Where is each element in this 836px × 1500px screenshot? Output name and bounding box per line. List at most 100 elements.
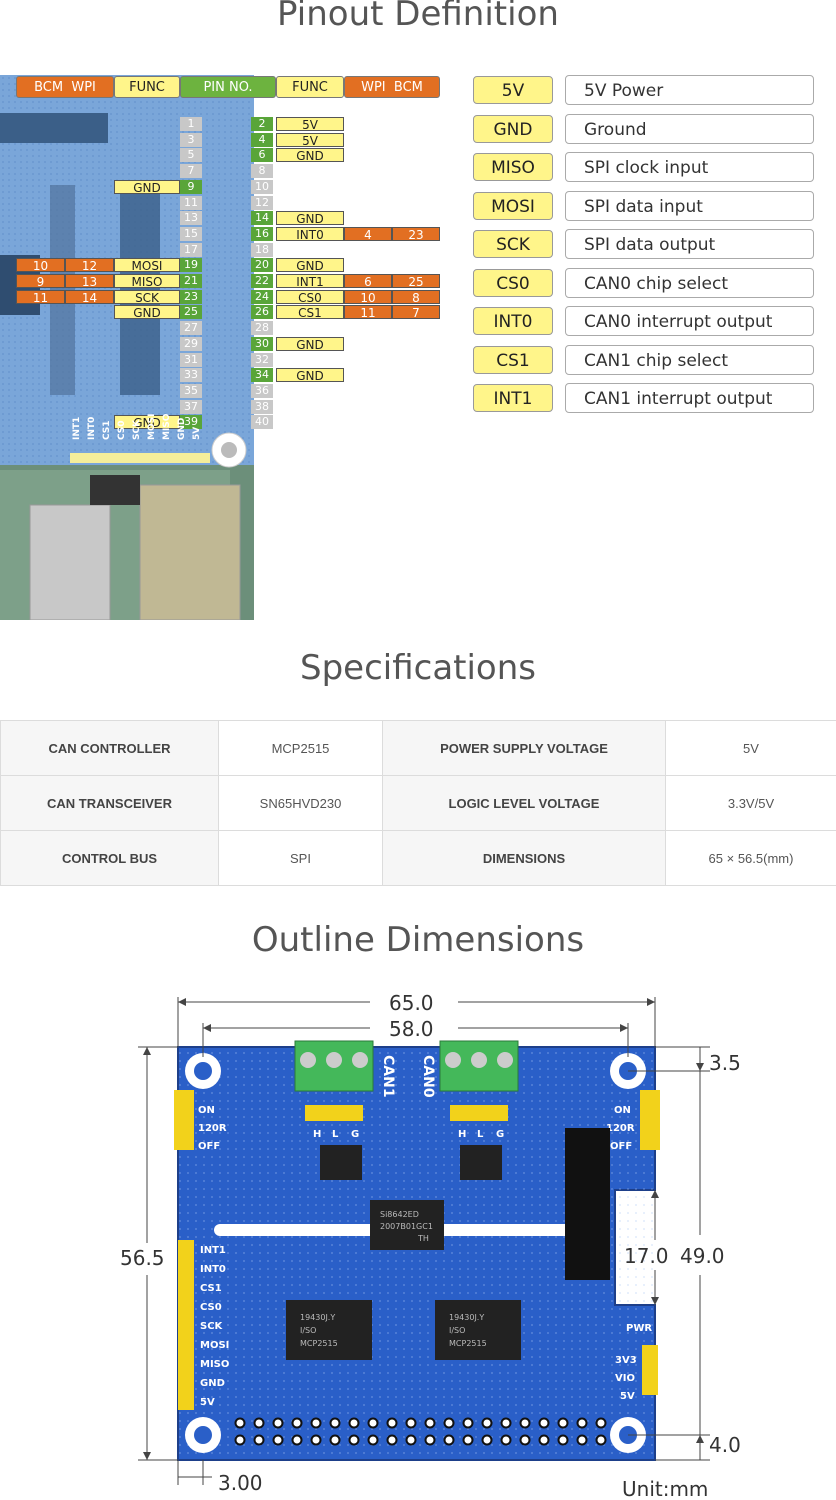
gpio-hole — [443, 1434, 455, 1446]
pin-func-label: INT0 — [276, 226, 344, 242]
spec-key: CONTROL BUS — [0, 830, 219, 886]
gpio-hole — [538, 1417, 550, 1429]
pin-bcm-label: 10 — [16, 258, 65, 273]
pin-number: 11 — [180, 195, 202, 210]
power-module — [565, 1128, 610, 1280]
pin-number: 6 — [251, 148, 273, 163]
mcp2515-ic — [286, 1300, 372, 1360]
table-row: CAN TRANSCEIVER SN65HVD230 LOGIC LEVEL V… — [0, 775, 836, 831]
l-label: L — [477, 1129, 484, 1140]
g-label: G — [496, 1129, 504, 1140]
vio-3v3-label: 3V3 — [615, 1355, 637, 1366]
pin-number: 3 — [180, 132, 202, 147]
pin-number: 37 — [180, 399, 202, 414]
gpio-hole — [291, 1434, 303, 1446]
dim-bottom-offset: 4.0 — [709, 1433, 741, 1457]
gpio-hole — [329, 1417, 341, 1429]
specifications-table: CAN CONTROLLER MCP2515 POWER SUPPLY VOLT… — [0, 720, 836, 886]
pin-bcm-label: 7 — [392, 305, 440, 320]
pin-number: 20 — [251, 258, 273, 273]
pin-wpi-label: 14 — [65, 289, 114, 305]
h-label: H — [313, 1129, 321, 1140]
pin-func-label: MOSI — [114, 258, 180, 273]
board-header-label: SCK — [132, 419, 142, 440]
pin-func-label: GND — [114, 179, 180, 195]
pin-wpi-label: 12 — [65, 258, 114, 273]
gpio-hole — [348, 1417, 360, 1429]
dim-top-offset: 3.5 — [709, 1051, 741, 1075]
pin-number: 4 — [251, 132, 273, 147]
legend-description: CAN1 chip select — [565, 344, 814, 375]
legend-description: Ground — [565, 113, 814, 144]
table-row: CONTROL BUS SPI DIMENSIONS 65 × 56.5(mm) — [0, 830, 836, 886]
pin-number: 2 — [251, 117, 273, 131]
legend-description: SPI data output — [565, 229, 814, 259]
gpio-hole — [367, 1417, 379, 1429]
header-pin-no: PIN NO. — [180, 76, 276, 98]
pin-number: 28 — [251, 321, 273, 336]
board-header-label: INT0 — [87, 416, 97, 440]
pin-number: 9 — [180, 179, 202, 194]
vio-jumper — [642, 1345, 658, 1395]
dim-height-total: 56.5 — [120, 1246, 165, 1270]
gpio-hole — [538, 1434, 550, 1446]
raspberry-pi-board-illustration — [0, 75, 254, 620]
pin-wpi-label: 10 — [344, 289, 392, 305]
pin-wpi-label: 11 — [344, 305, 392, 320]
side-header-label: 5V — [200, 1397, 215, 1408]
pin-number: 27 — [180, 321, 202, 336]
unit-label: Unit:mm — [622, 1477, 708, 1500]
side-header-label: INT1 — [200, 1245, 226, 1256]
pin-number: 1 — [180, 117, 202, 131]
svg-text:I/SO: I/SO — [449, 1326, 465, 1335]
gpio-hole — [386, 1417, 398, 1429]
pin-number: 35 — [180, 383, 202, 398]
pin-func-label: GND — [114, 305, 180, 320]
spec-key: LOGIC LEVEL VOLTAGE — [382, 775, 666, 831]
legend-description: CAN0 interrupt output — [565, 306, 814, 336]
pin-func-label: CS1 — [276, 305, 344, 320]
pin-number: 22 — [251, 274, 273, 288]
side-header-label: INT0 — [200, 1264, 226, 1275]
can1-label: CAN1 — [380, 1055, 396, 1098]
side-header-label: CS0 — [200, 1302, 222, 1313]
pin-bcm-label: 11 — [16, 289, 65, 305]
pin-func-label: GND — [276, 258, 344, 273]
gpio-hole — [329, 1434, 341, 1446]
legend-description: 5V Power — [565, 75, 814, 105]
spec-value: SN65HVD230 — [218, 775, 383, 831]
pin-number: 10 — [251, 179, 273, 194]
gpio-hole — [576, 1417, 588, 1429]
svg-text:19430J.Y: 19430J.Y — [300, 1313, 335, 1322]
pin-wpi-label: 4 — [344, 226, 392, 242]
gpio-hole — [500, 1434, 512, 1446]
pin-number: 21 — [180, 274, 202, 288]
svg-text:2007B01GC1: 2007B01GC1 — [380, 1222, 433, 1231]
pin-func-label: 5V — [276, 132, 344, 148]
gpio-hole — [405, 1417, 417, 1429]
legend-key: 5V — [473, 76, 553, 104]
gpio-hole — [386, 1434, 398, 1446]
board-header-label: MISO — [162, 413, 172, 440]
pin-number: 29 — [180, 336, 202, 351]
specifications-title: Specifications — [299, 648, 536, 688]
dim-width-total: 65.0 — [389, 991, 434, 1015]
jumper-on-label: ON — [614, 1105, 631, 1116]
dim-hole-spacing-x: 58.0 — [389, 1017, 434, 1041]
legend-description: CAN0 chip select — [565, 267, 814, 298]
pin-bcm-label: 23 — [392, 226, 440, 242]
jumper-off-label: OFF — [198, 1141, 220, 1152]
pin-number: 8 — [251, 164, 273, 179]
pin-bcm-label: 8 — [392, 289, 440, 305]
svg-text:MCP2515: MCP2515 — [449, 1339, 487, 1348]
pin-number: 26 — [251, 305, 273, 320]
gpio-hole — [595, 1417, 607, 1429]
pin-number: 5 — [180, 148, 202, 163]
spec-key: DIMENSIONS — [382, 830, 666, 886]
gpio-hole — [291, 1417, 303, 1429]
pin-number: 25 — [180, 305, 202, 320]
pin-func-label: 5V — [276, 117, 344, 132]
gpio-hole — [519, 1434, 531, 1446]
spec-value: 5V — [665, 720, 836, 776]
side-header-label: GND — [200, 1378, 225, 1389]
